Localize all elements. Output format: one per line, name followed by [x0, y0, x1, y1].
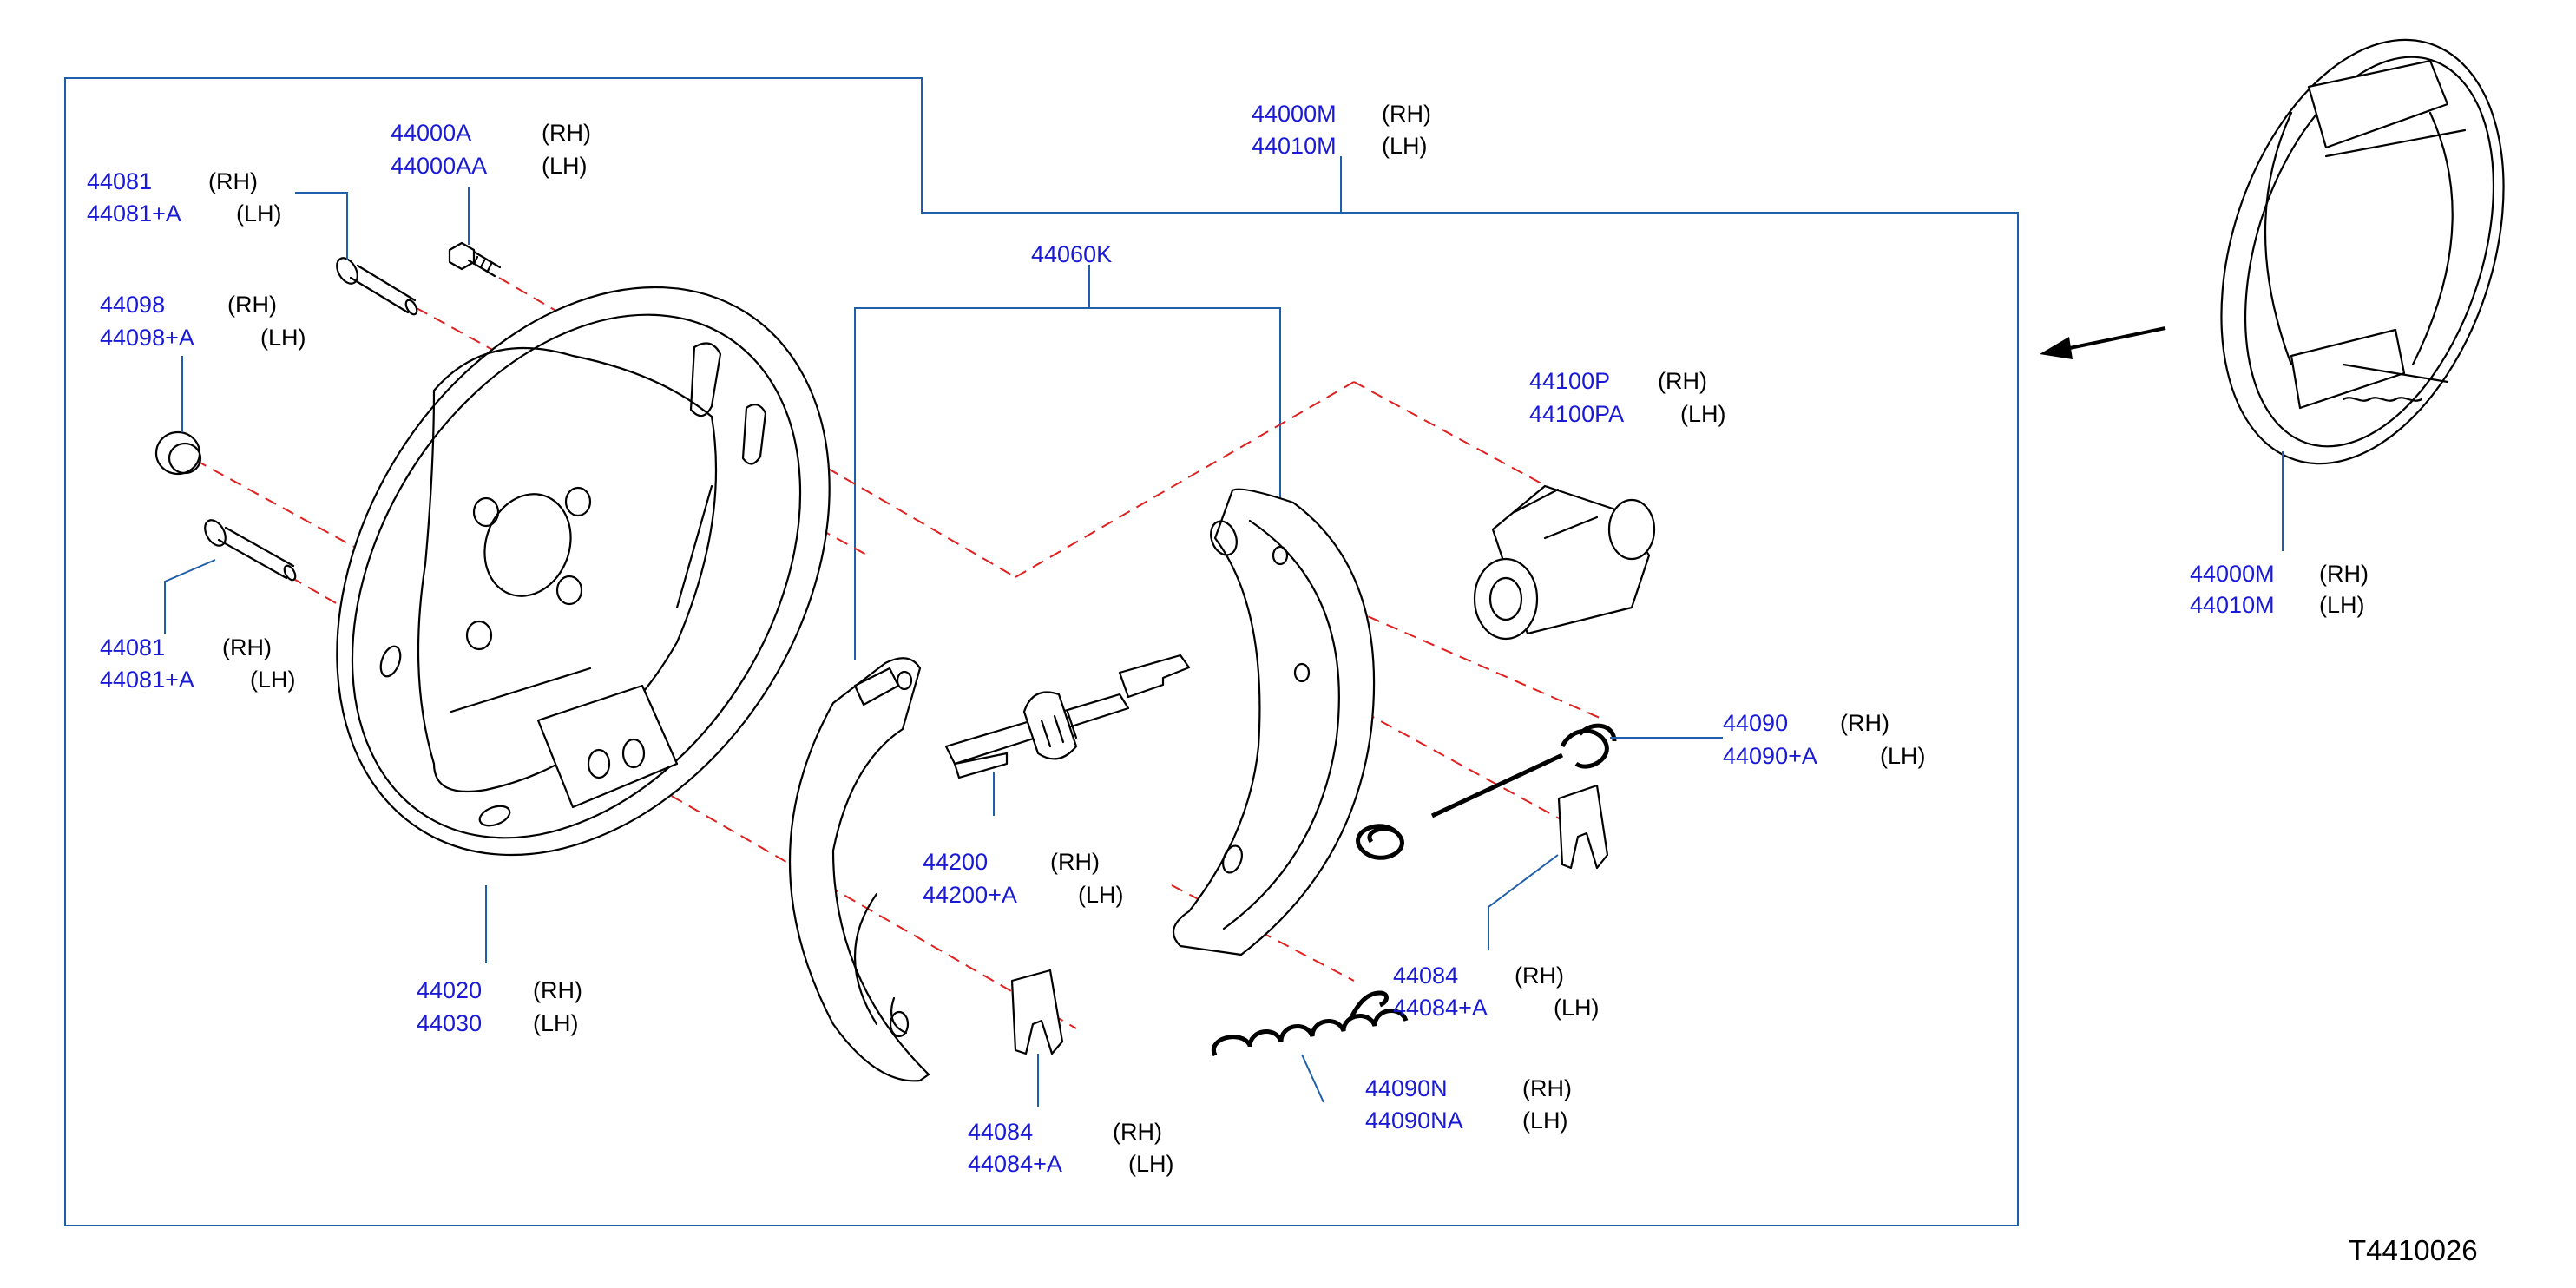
- bolt-upper-part: [336, 257, 418, 316]
- bolt-small-part: [448, 241, 502, 278]
- back-plate-part: [336, 286, 831, 857]
- brake-shoe-left-part: [789, 657, 930, 1082]
- part-number: 44090N: [1365, 1075, 1448, 1101]
- callout-bolt-lower: 44081 (RH) 44081+A (LH): [100, 634, 296, 693]
- side-label: (RH): [533, 977, 582, 1003]
- part-number: 44200: [923, 849, 988, 875]
- part-number: 44060K: [1031, 241, 1112, 267]
- part-number: 44098+A: [100, 325, 194, 351]
- part-number: 44084: [1393, 963, 1458, 989]
- callout-adjuster: 44200 (RH) 44200+A (LH): [923, 849, 1124, 908]
- part-number: 44100P: [1529, 368, 1610, 394]
- bolt-lower-part: [204, 519, 297, 582]
- callout-upper-spring: 44090 (RH) 44090+A (LH): [1723, 710, 1926, 769]
- part-number: 44084+A: [1393, 995, 1488, 1021]
- side-label: (RH): [2319, 561, 2369, 587]
- part-number: 44200+A: [923, 882, 1017, 908]
- part-number: 44081+A: [87, 200, 181, 227]
- callout-leaders: [164, 187, 1723, 963]
- part-number: 44090+A: [1723, 743, 1817, 769]
- callout-plug: 44098 (RH) 44098+A (LH): [100, 292, 306, 351]
- side-label: (LH): [250, 667, 296, 693]
- part-number: 44100PA: [1529, 401, 1624, 427]
- side-label: (LH): [1078, 882, 1124, 908]
- assembly-bracket: [64, 77, 2019, 1226]
- part-number: 44000A: [391, 120, 471, 146]
- side-label: (RH): [1113, 1119, 1162, 1145]
- part-number: 44081: [87, 168, 152, 194]
- part-number: 44090: [1723, 710, 1788, 736]
- clip-left-part: [1010, 969, 1064, 1107]
- part-number: 44000M: [1252, 101, 1337, 127]
- part-number: 44000M: [2190, 561, 2275, 587]
- side-label: (RH): [1515, 963, 1564, 989]
- shoe-set-bracket: [854, 307, 1281, 660]
- side-label: (RH): [227, 292, 277, 318]
- direction-arrow: [2040, 326, 2166, 359]
- lower-spring-part: [1211, 990, 1409, 1103]
- side-label: (LH): [1522, 1107, 1568, 1134]
- side-label: (LH): [1382, 133, 1428, 159]
- part-number: 44010M: [1252, 133, 1337, 159]
- adjuster-part: [944, 654, 1191, 816]
- side-label: (LH): [1554, 995, 1600, 1021]
- part-number: 44010M: [2190, 592, 2275, 618]
- side-label: (RH): [1522, 1075, 1572, 1101]
- callout-assembly-right: 44000M (RH) 44010M (LH): [2190, 561, 2369, 618]
- side-label: (RH): [1382, 101, 1431, 127]
- callout-bolt-upper: 44081 (RH) 44081+A (LH): [87, 168, 282, 227]
- side-label: (LH): [236, 200, 282, 227]
- clip-right-part: [1488, 784, 1609, 950]
- assembled-brake-view: [2220, 38, 2505, 551]
- callout-lower-spring: 44090N (RH) 44090NA (LH): [1365, 1075, 1572, 1134]
- part-number: 44084: [968, 1119, 1033, 1145]
- side-label: (LH): [2319, 592, 2365, 618]
- drawing-code: T4410026: [2349, 1234, 2478, 1266]
- callout-clip-right: 44084 (RH) 44084+A (LH): [1393, 963, 1600, 1021]
- side-label: (RH): [1050, 849, 1100, 875]
- brake-shoe-right-part: [1172, 488, 1376, 956]
- side-label: (LH): [542, 153, 588, 179]
- side-label: (RH): [222, 634, 272, 660]
- part-number: 44000AA: [391, 153, 487, 179]
- side-label: (LH): [533, 1010, 579, 1036]
- part-number: 44020: [417, 977, 482, 1003]
- part-number: 44030: [417, 1010, 482, 1036]
- wheel-cylinder-part: [1473, 484, 1656, 641]
- part-number: 44084+A: [968, 1151, 1062, 1177]
- part-number: 44081: [100, 634, 165, 660]
- side-label: (LH): [1128, 1151, 1174, 1177]
- side-label: (RH): [542, 120, 591, 146]
- callout-shoe-set: 44060K: [1031, 241, 1112, 267]
- side-label: (LH): [1880, 743, 1926, 769]
- side-label: (RH): [1658, 368, 1707, 394]
- upper-spring-part: [1356, 723, 1617, 860]
- side-label: (LH): [1680, 401, 1726, 427]
- side-label: (RH): [208, 168, 258, 194]
- callout-bolt-small: 44000A (RH) 44000AA (LH): [391, 120, 591, 179]
- part-number: 44090NA: [1365, 1107, 1463, 1134]
- plug-part: [154, 430, 202, 476]
- side-label: (LH): [260, 325, 306, 351]
- side-label: (RH): [1840, 710, 1889, 736]
- callout-assembly-top: 44000M (RH) 44010M (LH): [1252, 101, 1431, 159]
- part-number: 44081+A: [100, 667, 194, 693]
- part-number: 44098: [100, 292, 165, 318]
- callout-back-plate: 44020 (RH) 44030 (LH): [417, 977, 582, 1036]
- callout-wheel-cylinder: 44100P (RH) 44100PA (LH): [1529, 368, 1726, 427]
- callout-clip-left: 44084 (RH) 44084+A (LH): [968, 1119, 1174, 1177]
